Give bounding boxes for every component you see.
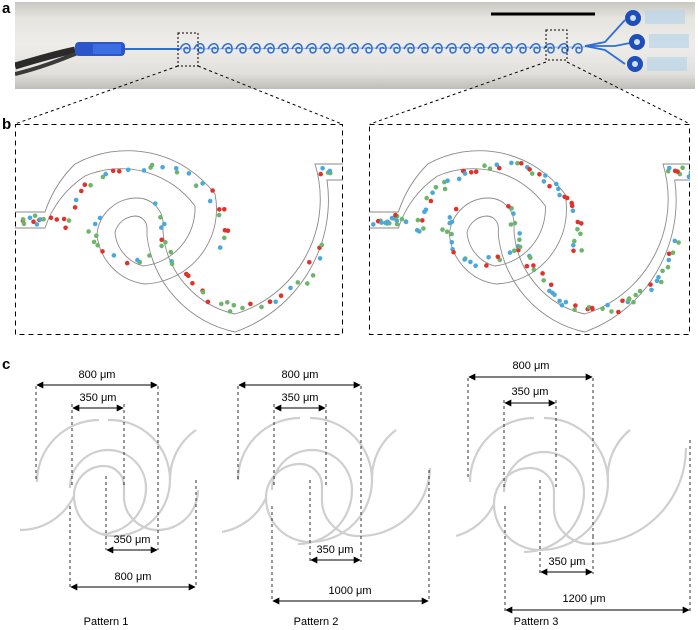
pattern-2-shape <box>221 416 432 546</box>
pattern-1-label: Pattern 1 <box>84 616 129 628</box>
device-photo-drawing <box>15 10 689 76</box>
panel-letter-a: a <box>2 0 11 17</box>
outlet-channel-2 <box>585 41 636 47</box>
pattern-2: 800 μm 350 μm 350 μm 1000 μm Pattern 2 <box>221 369 432 628</box>
patterns-panel: 800 μm 350 μm 350 μm 800 μm Pattern 1 80… <box>19 360 691 628</box>
inlet-tubing <box>15 46 76 70</box>
pattern-1-inner-bottom-label: 350 μm <box>114 534 151 546</box>
pattern-1: 800 μm 350 μm 350 μm 800 μm Pattern 1 <box>19 369 200 628</box>
panel-letter-b: b <box>2 116 12 133</box>
pattern-2-outer-top-label: 800 μm <box>282 369 319 381</box>
pattern-2-inner-bottom-label: 350 μm <box>317 544 354 556</box>
pattern-2-outer-bottom-label: 1000 μm <box>328 585 371 597</box>
zoom-panel-left <box>15 124 343 335</box>
particles-left <box>20 162 333 314</box>
zoom-box-right <box>545 29 568 61</box>
pattern-1-inner-top-label: 350 μm <box>80 392 117 404</box>
channel-outline-left <box>15 150 343 333</box>
pattern-3-shape <box>455 416 688 554</box>
particles-right <box>371 160 690 315</box>
outlet-channel-1 <box>584 19 626 47</box>
pattern-2-inner-top-label: 350 μm <box>282 392 319 404</box>
panel-letter-c: c <box>2 356 11 373</box>
pattern-1-shape <box>19 418 200 538</box>
device-photo <box>15 2 695 89</box>
pattern-3: 800 μm 350 μm 350 μm 1200 μm Pattern 3 <box>455 360 691 628</box>
outlet-channel-3 <box>584 45 626 65</box>
pattern-1-outer-top-label: 800 μm <box>79 369 116 381</box>
zoom-box-left <box>177 32 199 67</box>
channel-outline-right <box>369 150 690 333</box>
pattern-3-inner-bottom-label: 350 μm <box>549 556 586 568</box>
zoom-panel-right <box>369 124 690 335</box>
pattern-1-outer-bottom-label: 800 μm <box>115 571 152 583</box>
pattern-3-inner-top-label: 350 μm <box>512 386 549 398</box>
spiral-channel-row <box>180 44 586 53</box>
pattern-3-outer-top-label: 800 μm <box>513 360 550 372</box>
pattern-3-label: Pattern 3 <box>514 616 559 628</box>
pattern-2-label: Pattern 2 <box>294 616 339 628</box>
pattern-3-outer-bottom-label: 1200 μm <box>562 593 605 605</box>
